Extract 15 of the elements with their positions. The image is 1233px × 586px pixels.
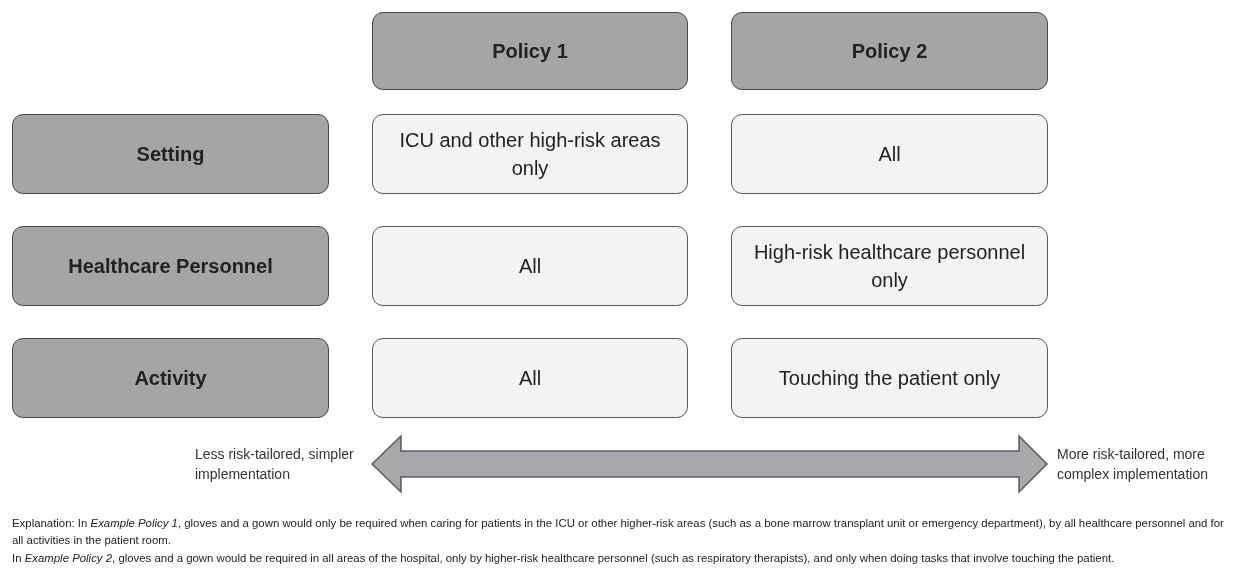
- table-cell-box: Touching the patient only: [731, 338, 1048, 418]
- table-cell-box: ICU and other high-risk areas only: [372, 114, 688, 194]
- table-cell-box: All: [372, 226, 688, 306]
- scale-end-label: Less risk-tailored, simpler implementation: [195, 445, 355, 485]
- explanation-paragraph: Explanation: In Example Policy 1, gloves and a gown would only be required when caring for patients in the ICU or other higher-risk areas (such as a bone marrow transplant unit or emergency department), by all healthcare personnel and for all activities in the patient room.: [12, 516, 1225, 549]
- row-header-box: Setting: [12, 114, 329, 194]
- table-cell-box: All: [731, 114, 1048, 194]
- row-header-box: Activity: [12, 338, 329, 418]
- row-header-box: Healthcare Personnel: [12, 226, 329, 306]
- table-cell-box: High-risk healthcare personnel only: [731, 226, 1048, 306]
- scale-end-label: More risk-tailored, more complex implementation: [1057, 445, 1209, 485]
- table-cell-box: All: [372, 338, 688, 418]
- explanation-paragraph: In Example Policy 2, gloves and a gown would be required in all areas of the hospital, only by higher-risk healthcare personnel (such as respiratory therapists), and only when doing tasks that involve touching the patient.: [12, 551, 1116, 566]
- column-header-box: Policy 1: [372, 12, 688, 90]
- column-header-box: Policy 2: [731, 12, 1048, 90]
